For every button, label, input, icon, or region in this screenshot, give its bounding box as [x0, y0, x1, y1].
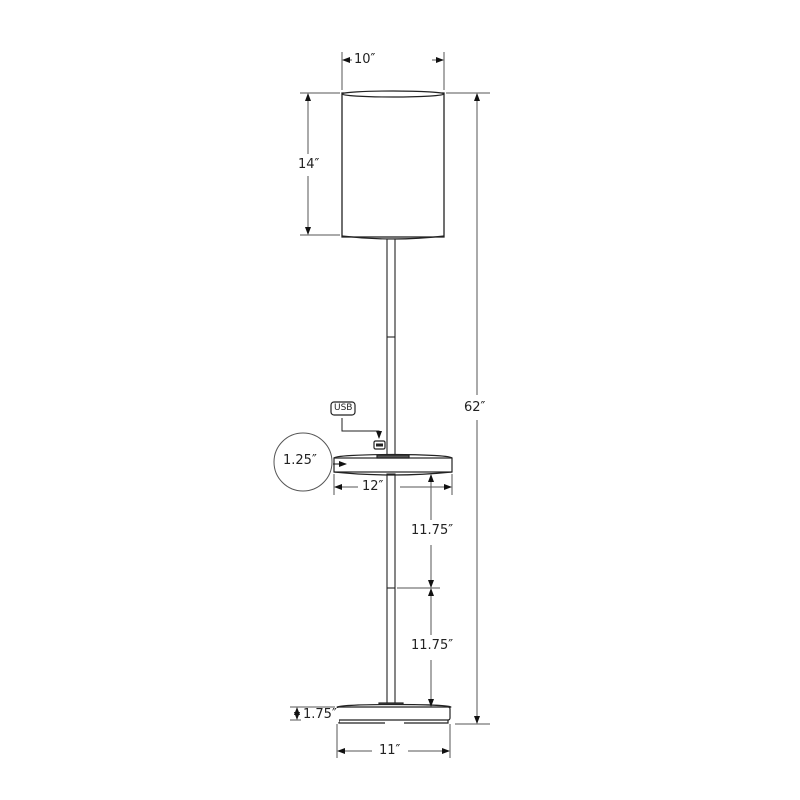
lamp-shade	[341, 90, 445, 240]
pole-upper-segment-label: 11.75″	[409, 523, 456, 538]
dimension-lines	[290, 52, 490, 758]
base-height-label: 1.75″	[301, 707, 339, 722]
usb-label: USB	[334, 403, 353, 413]
shade-width-label: 10″	[352, 52, 378, 67]
table-width-label: 12″	[360, 479, 386, 494]
total-height-label: 62″	[462, 400, 488, 415]
side-table	[333, 453, 453, 476]
usb-callout-leader	[341, 418, 382, 439]
lamp-base	[336, 702, 452, 724]
usb-label-box	[330, 401, 356, 416]
pole-lower-segment-label: 11.75″	[409, 638, 456, 653]
base-width-label: 11″	[377, 743, 403, 758]
table-thickness-label: 1.25″	[283, 453, 317, 468]
shade-height-label: 14″	[296, 157, 322, 172]
table-thickness-callout	[273, 432, 347, 492]
usb-port-icon	[373, 440, 386, 450]
